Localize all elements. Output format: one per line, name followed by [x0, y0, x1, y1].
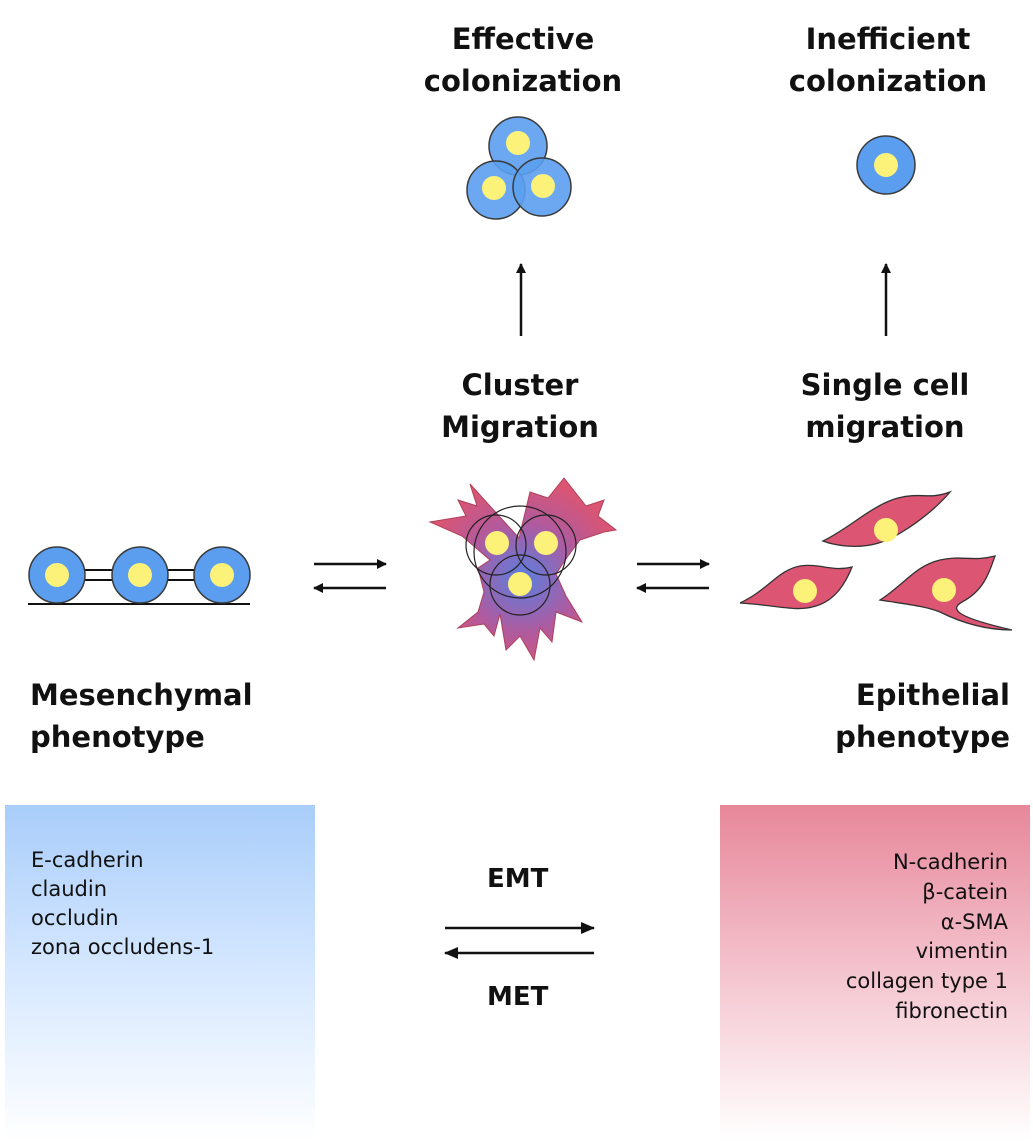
single-cell-migration-label: Single cell migration: [800, 368, 970, 444]
list-item: occludin: [31, 906, 119, 930]
left-marker-list: E-cadherin claudin occludin zona occlude…: [31, 846, 214, 962]
list-item: β-catein: [922, 879, 1008, 904]
list-item: zona occludens-1: [31, 935, 215, 959]
inefficient-colonization-label: Inefficient colonization: [788, 22, 988, 98]
right-reversible-arrows: [636, 559, 710, 593]
list-item: fibronectin: [895, 998, 1008, 1023]
mesenchymal-cells-icon: [739, 490, 1013, 631]
list-item: claudin: [31, 877, 108, 901]
left-reversible-arrows: [313, 559, 387, 593]
epithelial-phenotype-label: Epithelial phenotype: [835, 678, 1010, 754]
mesenchymal-phenotype-label: Mesenchymal phenotype: [30, 678, 253, 754]
list-item: α-SMA: [940, 909, 1008, 934]
cluster-migration-label: Cluster Migration: [441, 368, 599, 444]
emt-label: EMT: [487, 864, 549, 894]
list-item: N-cadherin: [892, 850, 1008, 874]
met-label: MET: [487, 982, 549, 1012]
list-item: collagen type 1: [845, 969, 1008, 994]
epithelial-cell-row-icon: [28, 546, 251, 605]
hybrid-cluster-icon: [428, 477, 618, 662]
list-item: E-cadherin: [31, 848, 144, 872]
inefficient-colonization-cell-icon: [856, 135, 916, 195]
list-item: vimentin: [915, 939, 1008, 964]
effective-colonization-label: Effective colonization: [423, 22, 623, 98]
right-marker-list: N-cadherin β-catein α-SMA vimentin colla…: [846, 848, 1008, 1027]
effective-colonization-cluster-icon: [466, 116, 572, 220]
right-marker-panel: [720, 805, 1030, 1141]
left-marker-panel: [5, 805, 315, 1141]
